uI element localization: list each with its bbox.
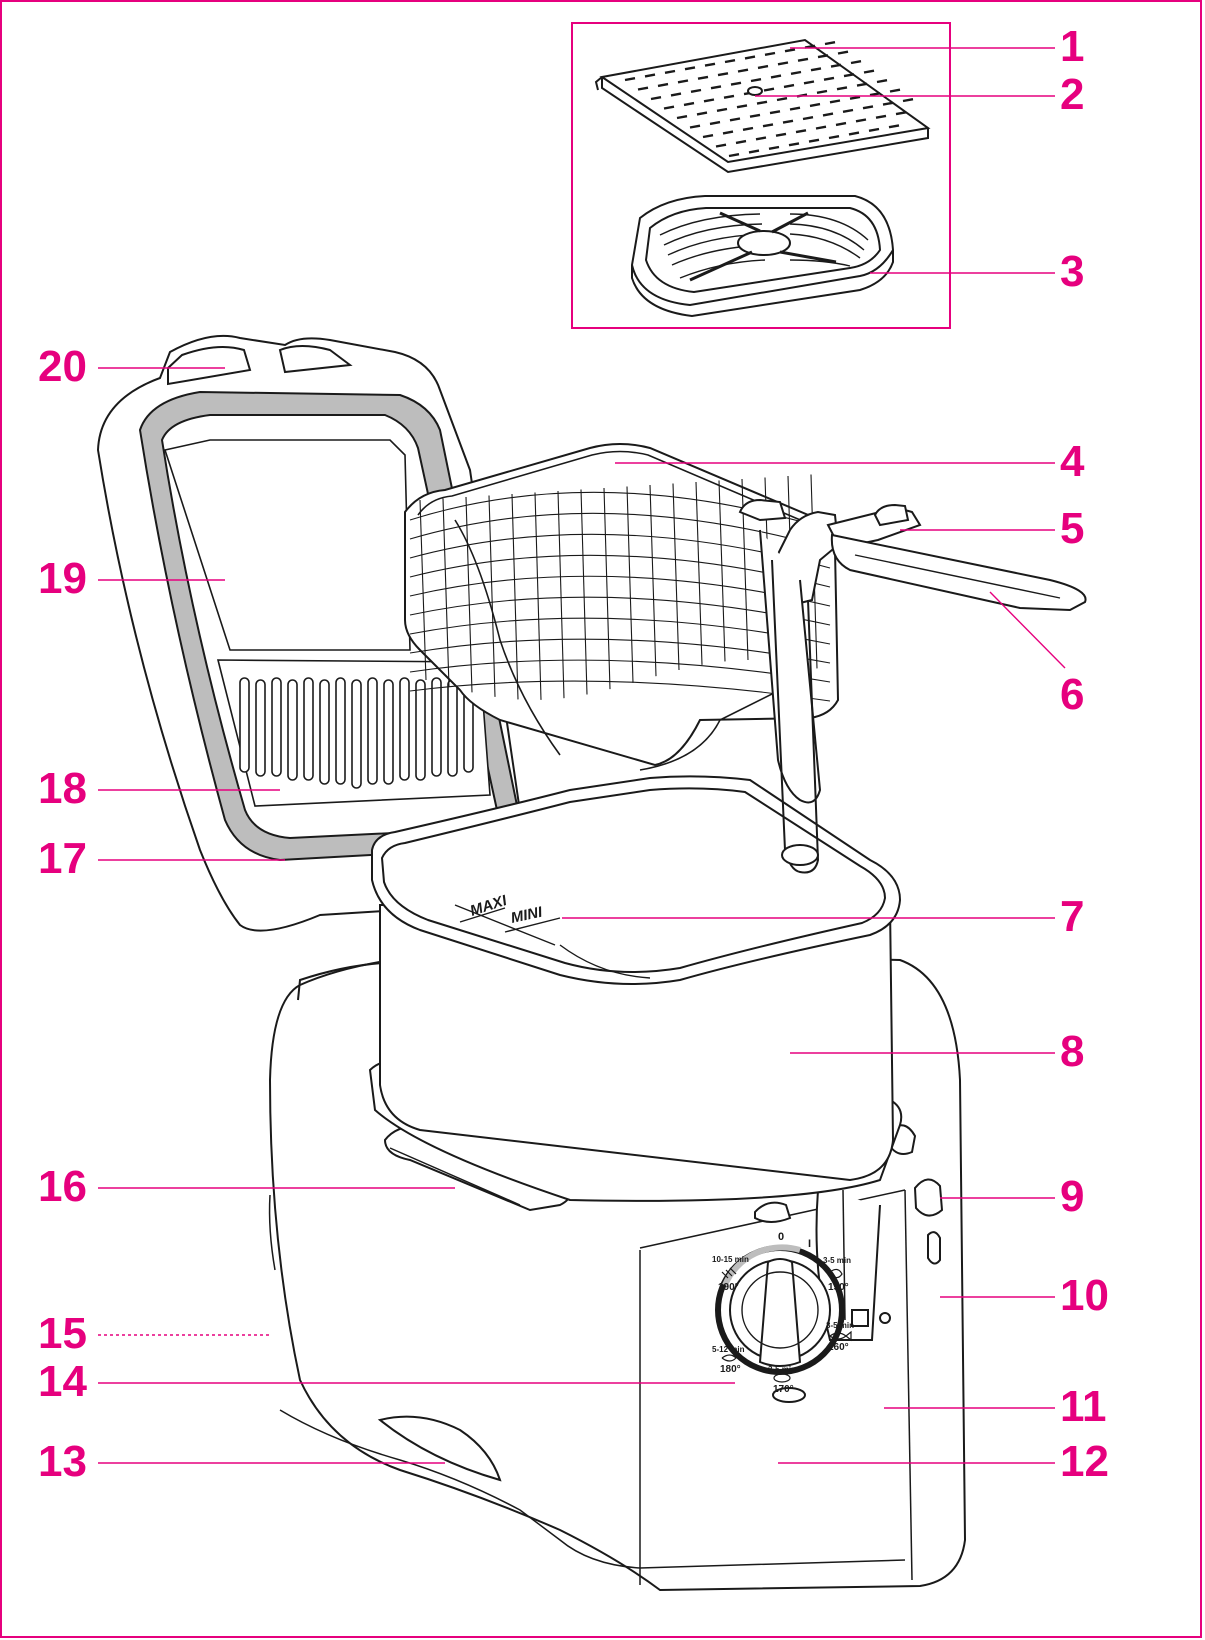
setting-180-time: 5-12 min — [712, 1345, 745, 1354]
thermostat-off-label: 0 — [778, 1231, 784, 1243]
lid-vents — [239, 677, 474, 789]
callout-4: 4 — [1060, 437, 1085, 486]
accessory-inset-box — [571, 22, 951, 329]
fish-icon — [829, 1330, 852, 1342]
setting-150-time: 3-5 min — [823, 1256, 851, 1265]
callout-15: 15 — [38, 1309, 87, 1358]
callout-8: 8 — [1060, 1027, 1085, 1076]
basket-mesh — [409, 474, 831, 702]
thermostat-food-icons — [721, 1267, 852, 1383]
callout-14: 14 — [38, 1357, 87, 1406]
setting-180-temp: 180° — [720, 1364, 741, 1375]
callout-19: 19 — [38, 554, 87, 603]
cover-screw — [747, 86, 763, 96]
release-button — [913, 1178, 944, 1217]
setting-150-temp: 150° — [828, 1282, 849, 1293]
callout-13: 13 — [38, 1437, 87, 1486]
callout-17: 17 — [38, 834, 87, 883]
leader-lines — [98, 47, 1066, 1464]
callout-18: 18 — [38, 764, 87, 813]
callout-5: 5 — [1060, 504, 1085, 553]
filter-window — [927, 1231, 941, 1265]
setting-190-time: 10-15 min — [712, 1255, 749, 1264]
callout-11: 11 — [1060, 1382, 1107, 1431]
setting-160-temp: 160° — [828, 1342, 849, 1353]
filter-cassette — [630, 195, 895, 318]
thermostat-dial — [715, 1244, 845, 1375]
callout-20: 20 — [38, 342, 87, 391]
removable-bowl: MAXI MINI — [371, 775, 902, 1182]
thermostat-labels: 0 I 3-5 min 150° 3-5 min 160° 3-5 min 17… — [712, 1231, 854, 1395]
callout-1: 1 — [1060, 22, 1085, 71]
callout-2: 2 — [1060, 70, 1085, 119]
chicken-icon — [721, 1354, 737, 1362]
basket-handle — [738, 498, 1087, 874]
shrimp-icon — [829, 1268, 843, 1279]
callout-16: 16 — [38, 1162, 87, 1211]
callout-3: 3 — [1060, 247, 1085, 296]
leader-6 — [989, 591, 1066, 669]
callout-7: 7 — [1060, 892, 1085, 941]
callout-10: 10 — [1060, 1271, 1109, 1320]
callout-6: 6 — [1060, 670, 1085, 719]
setting-170-temp: 170° — [773, 1384, 794, 1395]
thermostat-on-label: I — [808, 1238, 811, 1250]
fries-icon — [721, 1267, 737, 1279]
callout-12: 12 — [1060, 1437, 1109, 1486]
lid — [96, 334, 532, 932]
callout-9: 9 — [1060, 1172, 1085, 1221]
setting-170-time: 3-5 min — [768, 1365, 796, 1374]
ready-light — [772, 1387, 806, 1403]
doughnut-icon — [773, 1373, 791, 1383]
setting-160-time: 3-5 min — [826, 1321, 854, 1330]
filter-cover — [594, 38, 931, 174]
min-mark: MINI — [509, 904, 544, 927]
setting-190-temp: 190° — [718, 1282, 739, 1293]
frying-basket — [404, 443, 840, 771]
cover-slots — [624, 41, 914, 158]
